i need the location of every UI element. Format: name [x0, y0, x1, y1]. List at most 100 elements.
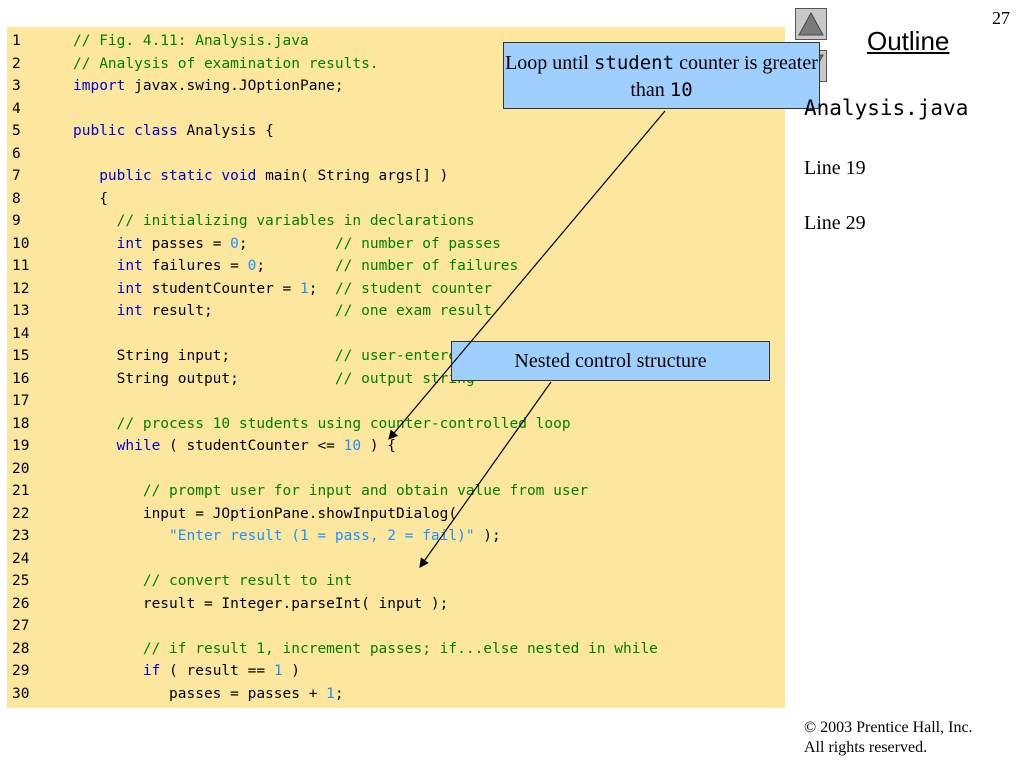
line-number: 10: [12, 235, 30, 252]
line-number: 22: [12, 505, 30, 522]
code-line: 12 int studentCounter = 1; // student co…: [7, 278, 785, 300]
code-token: int: [116, 280, 143, 297]
loop-callout-text1: Loop until: [505, 52, 594, 74]
code-text: result = Integer.parseInt( input );: [73, 593, 449, 615]
previous-slide-button[interactable]: [795, 8, 827, 40]
code-token: ) {: [361, 438, 397, 454]
code-line: 2// Analysis of examination results.: [7, 53, 785, 75]
code-line: 22 input = JOptionPane.showInputDialog(: [7, 503, 785, 525]
page-number: 27: [992, 8, 1010, 28]
code-line: 24: [7, 548, 785, 570]
code-line: 19 while ( studentCounter <= 10 ) {: [7, 435, 785, 457]
code-line: 11 int failures = 0; // number of failur…: [7, 255, 785, 277]
code-token: main( String args[] ): [256, 168, 449, 184]
code-token: // number of failures: [334, 258, 519, 274]
line-number: 19: [12, 438, 30, 454]
code-line: 26 result = Integer.parseInt( input );: [7, 593, 785, 615]
line-number: 17: [12, 393, 30, 409]
code-line: 17: [7, 390, 785, 412]
code-text: // if result 1, increment passes; if...e…: [73, 638, 658, 660]
code-line: 8 {: [7, 188, 785, 210]
code-token: [73, 258, 117, 274]
line-number: 7: [12, 168, 21, 184]
code-token: int: [116, 258, 143, 274]
code-token: ;: [308, 280, 335, 297]
code-text: String output; // output string: [73, 368, 475, 390]
code-token: 1: [273, 663, 283, 679]
code-text: import javax.swing.JOptionPane;: [73, 75, 344, 97]
code-token: result;: [142, 303, 335, 319]
code-token: {: [73, 190, 108, 207]
line-number: 9: [12, 213, 21, 229]
code-token: [73, 641, 143, 657]
code-token: 1: [326, 685, 335, 702]
code-token: ;: [238, 235, 335, 252]
line-number: 18: [12, 415, 30, 432]
code-token: // one exam result: [334, 303, 493, 319]
code-line: 28 // if result 1, increment passes; if.…: [7, 638, 785, 660]
code-text: input = JOptionPane.showInputDialog(: [73, 503, 457, 525]
code-line: 29 if ( result == 1 ): [7, 660, 785, 682]
up-triangle-icon: [798, 11, 824, 36]
code-token: // number of passes: [334, 235, 501, 252]
code-text: public static void main( String args[] ): [73, 165, 448, 187]
code-text: if ( result == 1 ): [73, 660, 300, 682]
code-token: [73, 438, 117, 454]
copyright: © 2003 Prentice Hall, Inc.: [804, 719, 973, 736]
code-token: // Analysis of examination results.: [73, 55, 379, 72]
line-number: 29: [12, 663, 30, 679]
code-token: javax.swing.JOptionPane;: [125, 78, 344, 94]
line-number: 12: [12, 280, 30, 297]
line-number: 13: [12, 303, 30, 319]
line-number: 26: [12, 595, 30, 612]
code-line: 23 "Enter result (1 = pass, 2 = fail)" )…: [7, 525, 785, 547]
code-token: // process 10 students using counter-con…: [116, 415, 571, 432]
code-token: [73, 573, 143, 589]
code-token: if: [142, 663, 161, 679]
loop-callout: Loop until student counter is greater th…: [503, 42, 820, 109]
line-number: 5: [12, 123, 21, 139]
line-number: 23: [12, 528, 30, 544]
code-token: [73, 663, 143, 679]
code-token: // prompt user for input and obtain valu…: [142, 483, 589, 499]
code-text: // convert result to int: [73, 570, 353, 592]
nested-callout: Nested control structure: [451, 341, 770, 381]
line-number: 21: [12, 483, 30, 499]
code-line: 18 // process 10 students using counter-…: [7, 413, 785, 435]
nested-callout-text: Nested control structure: [514, 350, 707, 372]
code-token: passes = passes +: [73, 685, 327, 702]
code-line: 6: [7, 143, 785, 165]
loop-callout-mono: student: [593, 52, 675, 74]
code-line: 7 public static void main( String args[]…: [7, 165, 785, 187]
code-token: [73, 416, 117, 432]
code-line: 30 passes = passes + 1;: [7, 683, 785, 705]
code-token: while: [116, 438, 161, 454]
code-token: input = JOptionPane.showInputDialog(: [73, 505, 458, 522]
line-number: 24: [12, 550, 30, 567]
code-token: [73, 528, 169, 544]
line-number: 20: [12, 460, 30, 477]
code-token: ;: [334, 685, 344, 702]
code-token: ;: [256, 258, 335, 274]
code-token: failures =: [142, 258, 248, 274]
code-line: 21 // prompt user for input and obtain v…: [7, 480, 785, 502]
outline-file-name: Analysis.java: [804, 96, 969, 120]
outline-link[interactable]: Outline: [867, 26, 950, 56]
code-text: // Analysis of examination results.: [73, 53, 379, 75]
code-line: 20: [7, 458, 785, 480]
code-text: passes = passes + 1;: [73, 683, 344, 705]
outline-line-19: Line 19: [804, 157, 866, 179]
code-token: String input;: [73, 348, 335, 364]
code-token: [73, 213, 117, 229]
code-token: 0: [247, 258, 257, 274]
code-line: 4: [7, 98, 785, 120]
code-token: "Enter result (1 = pass, 2 = fail)": [169, 528, 475, 544]
code-token: [73, 281, 117, 297]
code-line: 27: [7, 615, 785, 637]
code-token: public static void: [99, 168, 257, 184]
code-token: 10: [343, 438, 362, 454]
code-token: // student counter: [334, 280, 493, 297]
code-text: // initializing variables in declaration…: [73, 210, 475, 232]
